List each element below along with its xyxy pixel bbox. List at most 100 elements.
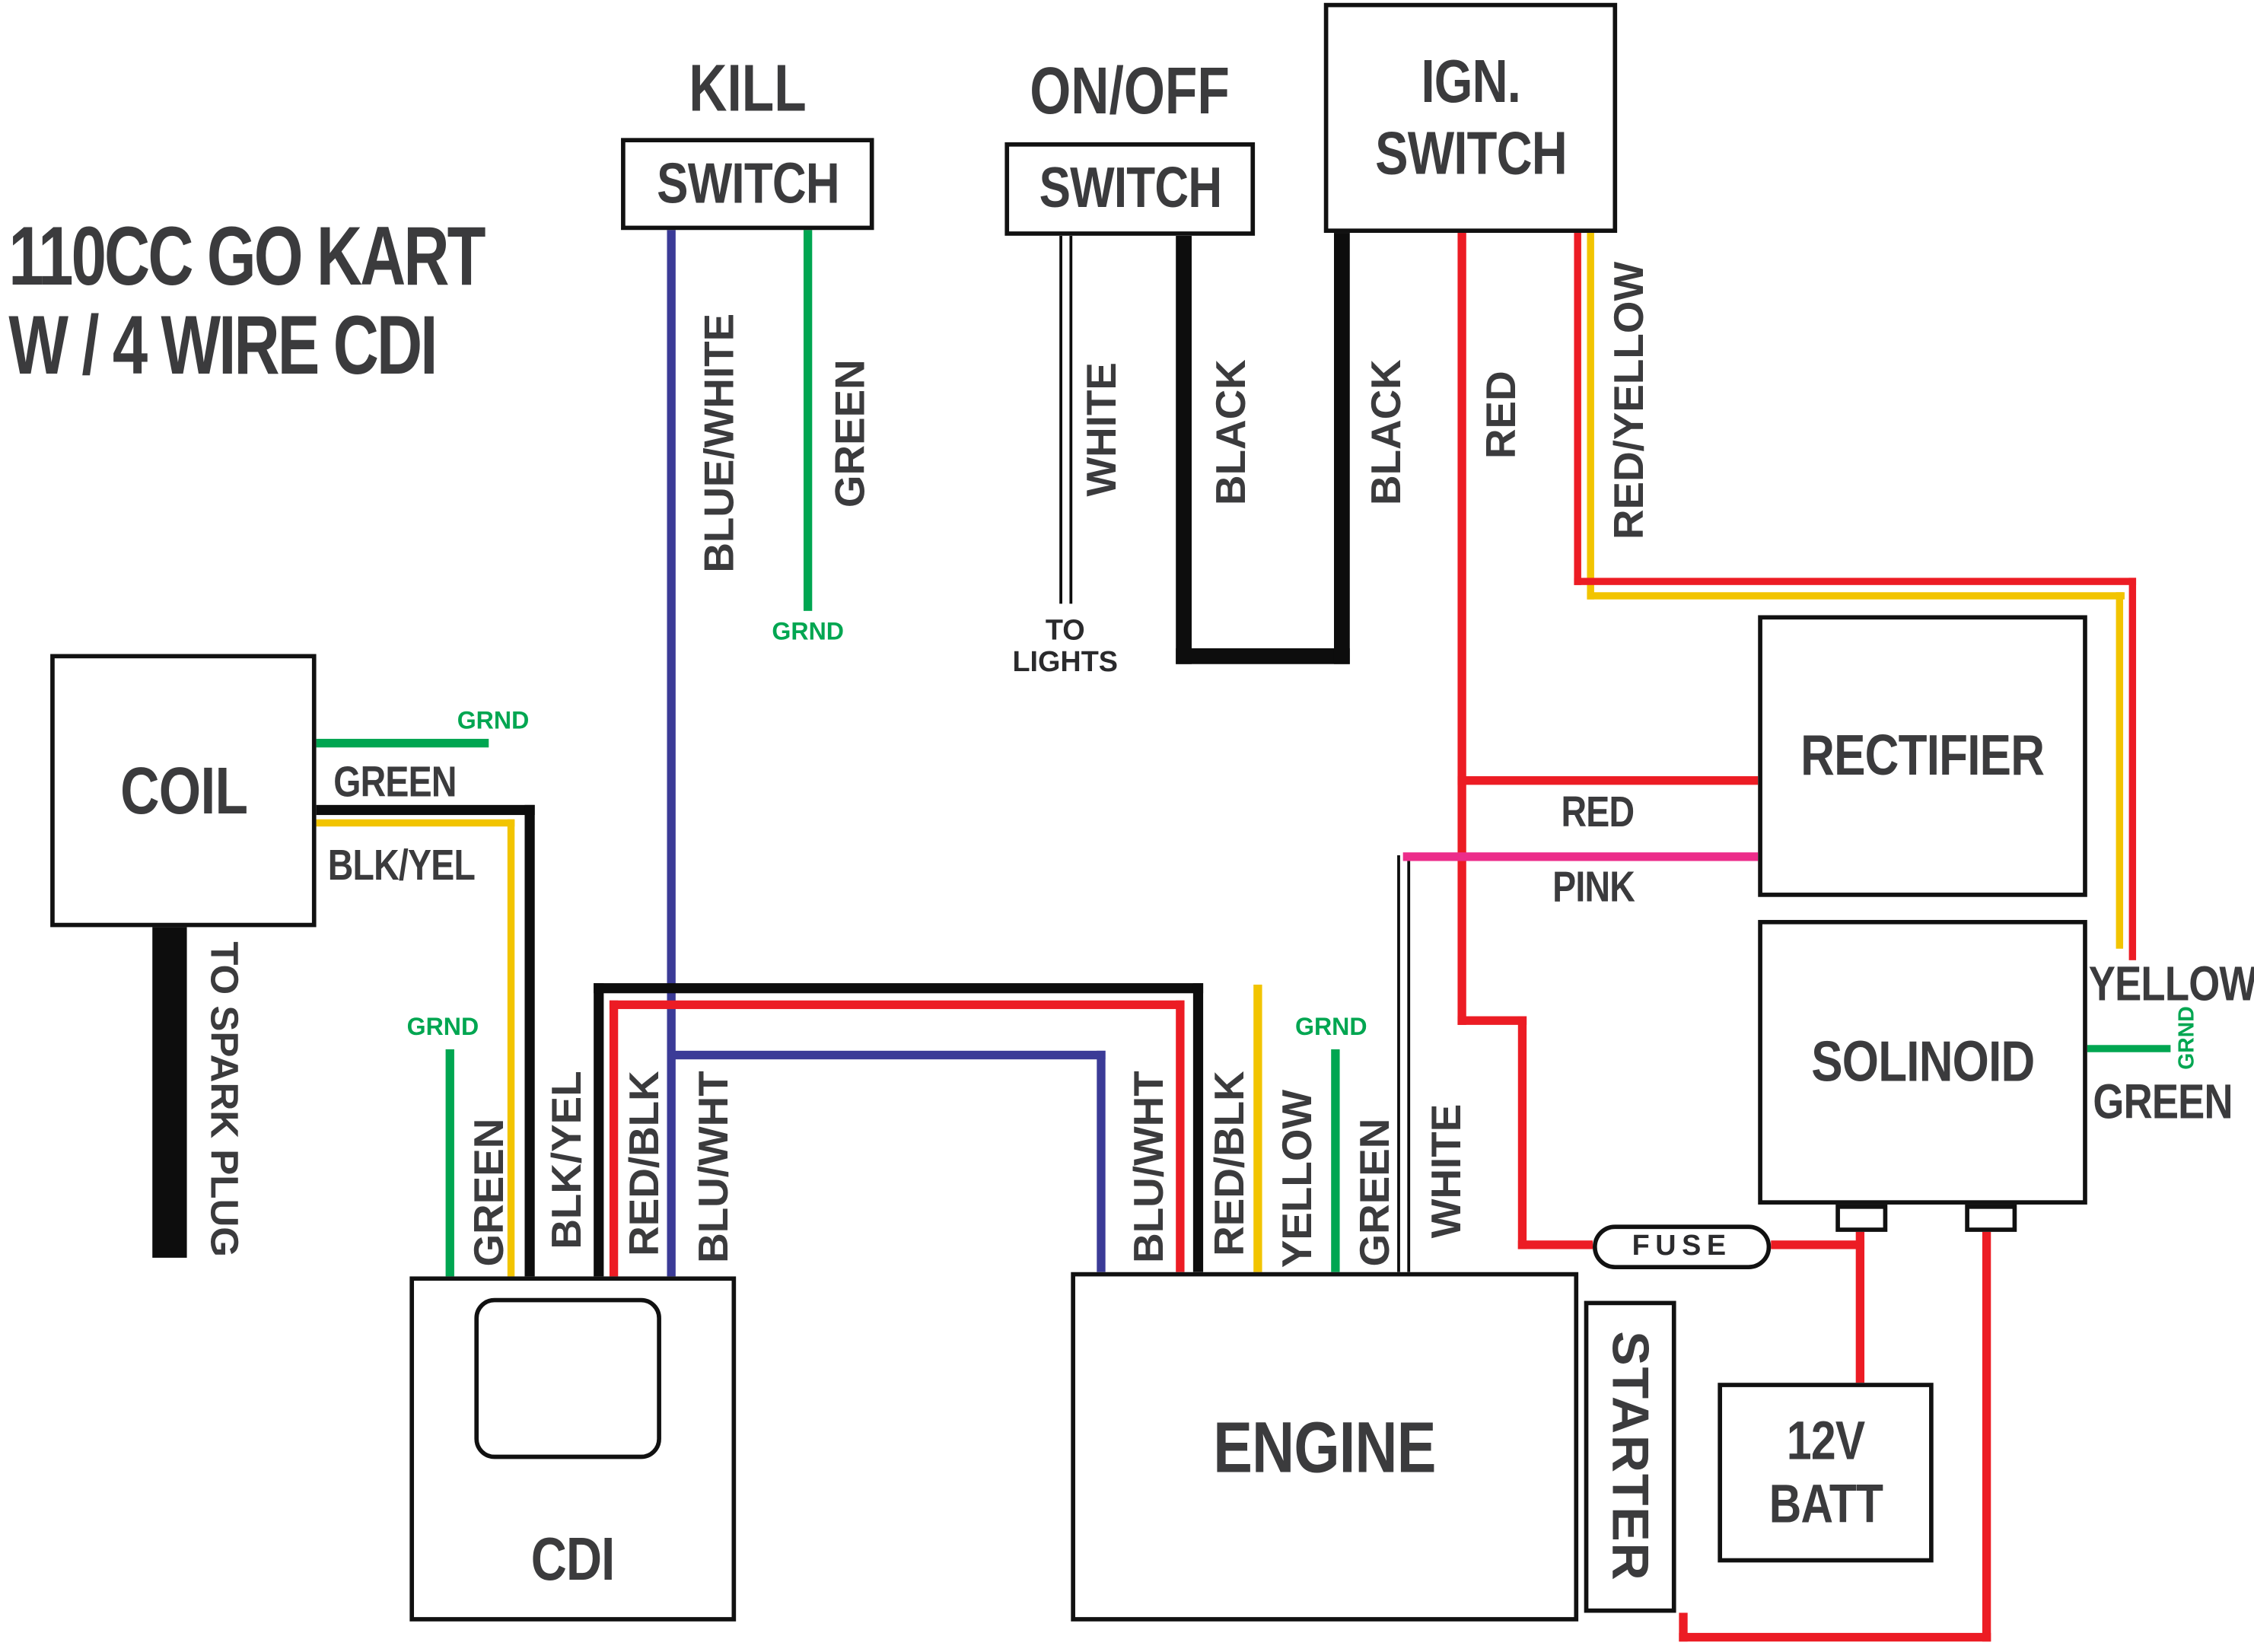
- cdi-box: CDI: [409, 1276, 737, 1622]
- label-kill-blue-white: BLUE/WHITE: [697, 313, 743, 573]
- label-to-lights-line2: LIGHTS: [1012, 647, 1119, 679]
- wire-engine-yellow: [1253, 984, 1262, 1272]
- wire-engine-green: [1331, 1049, 1340, 1272]
- wire-spark-plug-lead: [152, 927, 187, 1258]
- diagram-title: 110CC GO KART W / 4 WIRE CDI: [8, 209, 486, 393]
- wire-black-u-horizontal: [1176, 648, 1350, 664]
- label-onoff-black: BLACK: [1208, 359, 1256, 505]
- wire-solenoid-right-terminal: [1982, 1229, 1991, 1642]
- wire-redblk-black-right-vertical: [1192, 983, 1204, 1272]
- solenoid-label: SOLINOID: [1810, 1030, 2035, 1093]
- wire-redyellow-yellow-vertical: [1587, 233, 1594, 600]
- label-engine-green: GREEN: [1352, 1118, 1399, 1267]
- label-red-white: RED/WHITE: [1748, 1647, 1968, 1652]
- cdi-connector-outline: [474, 1297, 661, 1459]
- battery-label-line1: 12V: [1786, 1411, 1865, 1472]
- wire-starter-red-stub: [1679, 1612, 1688, 1642]
- ignition-switch-box: IGN. SWITCH: [1323, 2, 1618, 234]
- wire-red-jog-horizontal: [1457, 1016, 1527, 1025]
- wire-blkyel-black-vertical: [524, 804, 535, 1277]
- onoff-switch-label: SWITCH: [1038, 156, 1222, 221]
- label-engine-white: WHITE: [1424, 1103, 1471, 1239]
- wire-blkyel-yellow-horizontal: [316, 819, 515, 827]
- rectifier-box: RECTIFIER: [1758, 615, 2087, 897]
- label-onoff-white: WHITE: [1079, 362, 1126, 497]
- solenoid-box: SOLINOID: [1758, 919, 2087, 1205]
- wire-ign-black-vertical: [1333, 233, 1350, 664]
- cdi-label: CDI: [530, 1525, 616, 1593]
- label-engine-grnd: GRND: [1294, 1013, 1367, 1041]
- label-coil-blk-yel: BLK/YEL: [327, 842, 476, 890]
- engine-box: ENGINE: [1071, 1272, 1579, 1622]
- label-cdi-green: GREEN: [466, 1118, 514, 1267]
- label-engine-yellow: YELLOW: [1275, 1089, 1321, 1268]
- kill-switch-caption-text: KILL: [689, 50, 807, 126]
- wire-coil-green: [316, 738, 489, 748]
- wire-cdi-green: [445, 1049, 454, 1277]
- wire-onoff-black-vertical: [1176, 235, 1192, 664]
- fuse-box: FUSE: [1593, 1224, 1772, 1269]
- wire-redyellow-red-right-vertical: [2128, 578, 2137, 960]
- wire-ign-red-vertical: [1457, 233, 1466, 1025]
- wire-fuse-right: [1771, 1240, 1865, 1249]
- wire-redblk-red-horizontal: [609, 1000, 1185, 1010]
- engine-label: ENGINE: [1213, 1406, 1437, 1488]
- wire-blue-horizontal: [667, 1050, 1106, 1060]
- diagram-title-line2: W / 4 WIRE CDI: [8, 298, 438, 393]
- label-to-lights-line1: TO: [1045, 615, 1085, 648]
- label-ign-black: BLACK: [1364, 359, 1411, 505]
- battery-label-line2: BATT: [1768, 1474, 1883, 1535]
- battery-box: 12V BATT: [1718, 1383, 1934, 1563]
- label-rectifier-red: RED: [1561, 789, 1635, 837]
- fuse-label: FUSE: [1632, 1230, 1732, 1262]
- label-engine-red-blk: RED/BLK: [1207, 1071, 1254, 1256]
- onoff-switch-caption-text: ON/OFF: [1030, 53, 1230, 129]
- wire-redyellow-red-horizontal: [1574, 578, 2137, 585]
- solenoid-terminal-right: [1965, 1204, 2017, 1232]
- solenoid-terminal-left: [1835, 1204, 1888, 1232]
- wire-fuse-left: [1517, 1240, 1593, 1249]
- coil-label: COIL: [119, 753, 247, 829]
- wire-redyellow-yellow-right-vertical: [2116, 592, 2124, 949]
- wire-rectifier-pink: [1402, 852, 1759, 861]
- label-cdi-red-blk: RED/BLK: [622, 1071, 669, 1256]
- starter-label: STARTER: [1601, 1331, 1660, 1583]
- kill-switch-label: SWITCH: [656, 151, 839, 215]
- wire-redblk-red-right-vertical: [1176, 1000, 1185, 1272]
- wire-solenoid-green: [2087, 1045, 2171, 1052]
- onoff-switch-box: SWITCH: [1004, 142, 1256, 236]
- wire-blkyel-black-horizontal: [316, 804, 535, 816]
- wire-rectifier-red-horizontal: [1457, 776, 1759, 785]
- label-to-spark-plug: TO SPARK PLUG: [202, 941, 247, 1257]
- wire-onoff-white: [1059, 235, 1073, 604]
- wire-kill-blue-vertical: [667, 228, 676, 1277]
- wire-kill-green: [803, 228, 813, 611]
- wire-redyellow-red-vertical: [1574, 233, 1581, 585]
- label-coil-grnd: GRND: [457, 707, 530, 735]
- label-ign-red-yellow: RED/YELLOW: [1606, 261, 1654, 540]
- ignition-switch-label-line2: SWITCH: [1374, 119, 1567, 187]
- kill-switch-box: SWITCH: [621, 138, 874, 231]
- diagram-title-line1: 110CC GO KART: [8, 209, 486, 304]
- label-rectifier-pink: PINK: [1552, 864, 1635, 912]
- label-solenoid-grnd: GRND: [2175, 1006, 2200, 1070]
- label-cdi-blk-yel: BLK/YEL: [544, 1071, 591, 1249]
- label-cdi-blu-wht: BLU/WHT: [691, 1071, 738, 1263]
- kill-switch-caption: KILL: [621, 49, 874, 126]
- wire-engine-white: [1397, 855, 1411, 1272]
- label-solenoid-yellow: YELLOW: [2088, 957, 2254, 1012]
- wire-blkyel-yellow-vertical: [507, 819, 515, 1277]
- label-solenoid-green: GREEN: [2093, 1074, 2233, 1130]
- onoff-switch-caption: ON/OFF: [1004, 52, 1255, 129]
- label-cdi-grnd: GRND: [406, 1013, 479, 1041]
- wire-redblk-black-horizontal: [594, 983, 1204, 994]
- label-kill-green: GREEN: [828, 359, 874, 508]
- wire-redyellow-yellow-horizontal: [1587, 592, 2125, 600]
- starter-box: STARTER: [1584, 1300, 1676, 1613]
- ignition-switch-label-line1: IGN.: [1421, 47, 1520, 116]
- rectifier-label: RECTIFIER: [1800, 724, 2045, 788]
- label-engine-blu-wht: BLU/WHT: [1126, 1071, 1173, 1263]
- wire-starter-red-horizontal: [1679, 1632, 1991, 1642]
- wire-engine-blue-vertical: [1097, 1050, 1106, 1272]
